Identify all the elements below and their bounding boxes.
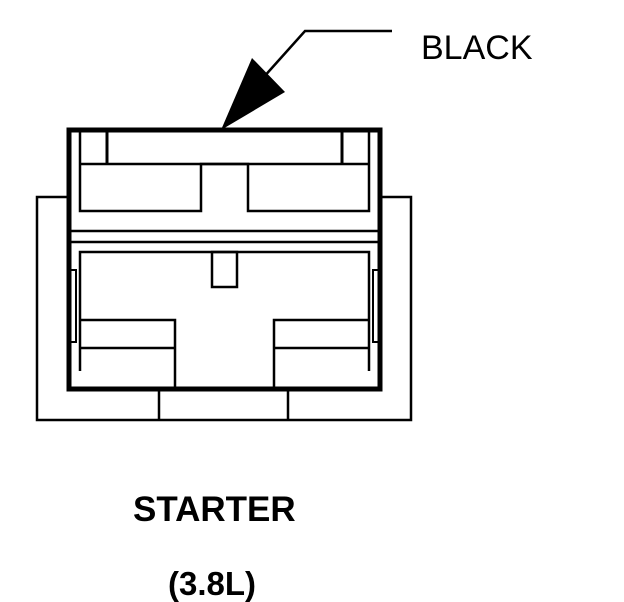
wire-color-label: BLACK bbox=[421, 29, 533, 67]
upper-channel bbox=[78, 130, 371, 213]
connector-subtitle: (3.8L) bbox=[168, 565, 257, 602]
leader-arrowhead bbox=[221, 58, 285, 130]
lower-left-notch bbox=[69, 269, 77, 343]
connector-body bbox=[66, 127, 383, 392]
polarizing-key bbox=[210, 250, 239, 289]
outer-housing bbox=[35, 195, 413, 422]
connector-title: STARTER bbox=[133, 490, 296, 529]
lower-left-terminal bbox=[80, 318, 177, 389]
lower-right-notch bbox=[372, 269, 380, 343]
lower-cavity bbox=[78, 250, 371, 371]
leader-line bbox=[261, 29, 392, 80]
lower-right-terminal bbox=[272, 318, 369, 389]
